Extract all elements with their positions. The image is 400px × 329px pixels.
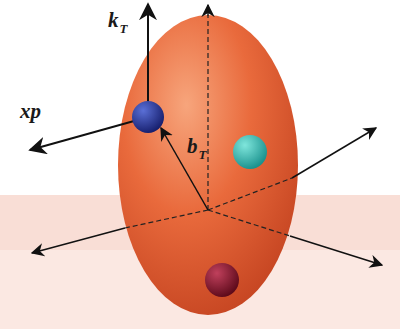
axis-line <box>292 128 376 178</box>
axis-subscript: T <box>120 22 128 35</box>
axis-line <box>207 5 209 16</box>
axis-label: xp <box>20 101 41 122</box>
proton-body <box>118 15 298 315</box>
quark-teal <box>233 135 267 169</box>
xp-vector <box>30 121 134 150</box>
quark-blue <box>132 101 164 133</box>
axis-line <box>32 228 125 253</box>
kt-vector <box>147 4 149 102</box>
axis-label: b <box>187 136 198 157</box>
bt-vector <box>161 128 208 210</box>
axis-line <box>290 236 382 265</box>
quark-red <box>205 263 239 297</box>
axis-label: k <box>108 10 119 31</box>
hidden-axes <box>125 16 292 236</box>
axis-subscript: T <box>199 148 207 161</box>
